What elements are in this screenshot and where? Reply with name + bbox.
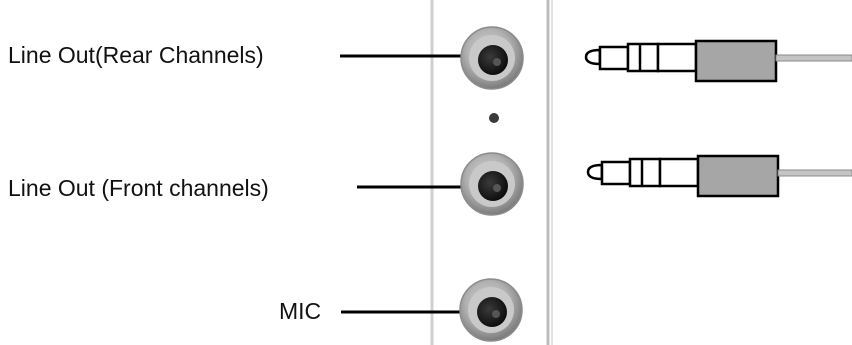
label-line-out-rear: Line Out(Rear Channels) xyxy=(8,42,264,68)
jack-line-out-front xyxy=(460,152,524,216)
audio-plug-rear xyxy=(584,39,852,83)
jack-line-out-rear xyxy=(460,26,524,90)
panel-dot xyxy=(489,113,499,123)
label-line-out-front: Line Out (Front channels) xyxy=(8,175,269,201)
label-mic: MIC xyxy=(279,298,322,324)
audio-plug-front xyxy=(586,154,852,198)
jack-mic xyxy=(459,278,523,342)
